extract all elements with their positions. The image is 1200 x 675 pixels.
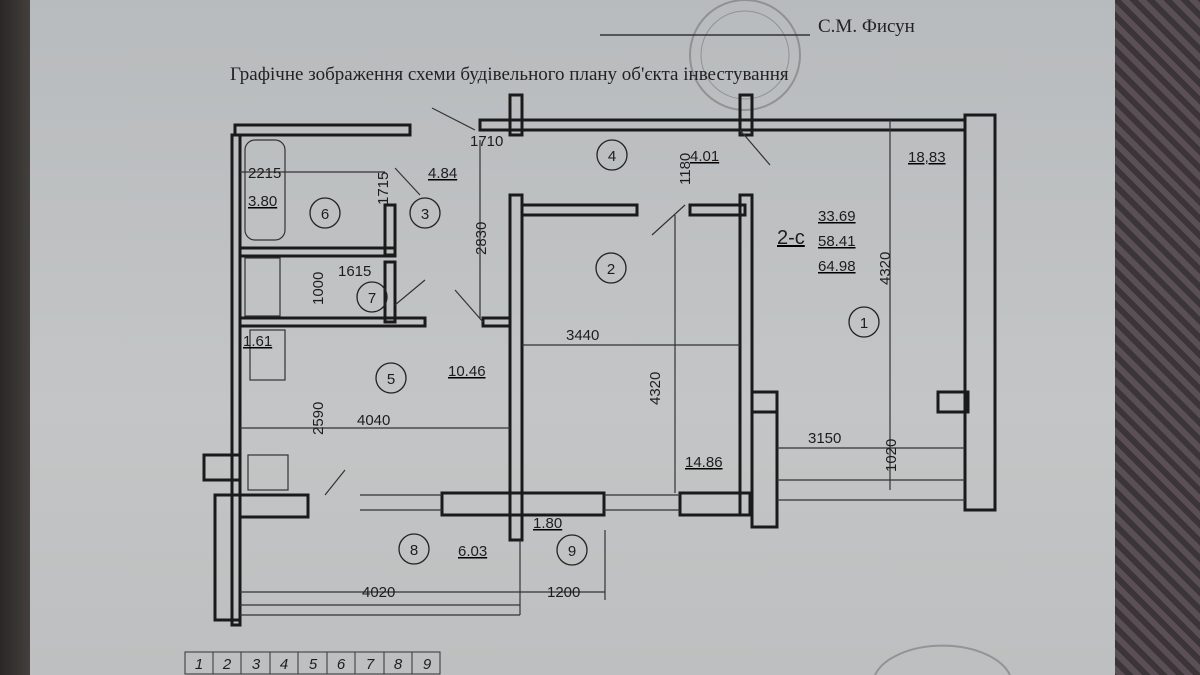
background-fabric [1100,0,1200,675]
total-area-with-balcony: 64.98 [818,258,856,275]
dimension-1180: 1180 [677,153,694,185]
room-3-area: 4.84 [428,165,457,182]
dimension-1000: 1000 [310,272,327,305]
dimension-4320-room2: 4320 [647,372,664,405]
room-numbers: 1 2 3 4 5 6 7 8 9 [321,148,868,560]
dimension-1715: 1715 [375,172,392,205]
scale-cell: 6 [337,656,346,673]
room-2-number: 2 [607,261,615,278]
dimension-4320-room1: 4320 [877,252,894,285]
scale-cell: 2 [222,656,232,673]
dimension-2590: 2590 [310,402,327,435]
dimension-3150: 3150 [808,430,841,447]
signature-name: С.М. Фисун [818,16,915,37]
dimension-2830: 2830 [473,222,490,255]
room-2-area: 14.86 [685,454,723,471]
room-6-number: 6 [321,206,329,223]
living-area: 33.69 [818,208,856,225]
room-7-area: 1.61 [243,333,272,350]
page-title: Графічне зображення схеми будівельного п… [230,64,789,85]
room-9-area: 1.80 [533,515,562,532]
room-4-number: 4 [608,148,616,165]
room-markers [309,139,880,566]
dimension-1020: 1020 [883,439,900,472]
scale-bar: 1 2 3 4 5 6 7 8 9 [184,651,441,675]
room-6-area: 3.80 [248,193,277,210]
room-1-number: 1 [860,315,868,332]
thin-lines [240,107,965,616]
scale-cell: 8 [394,656,403,673]
dimension-3440: 3440 [566,327,599,344]
dimension-4020: 4020 [362,584,395,601]
room-7-number: 7 [368,290,376,307]
stamp [689,0,1011,675]
room-4-area: 4.01 [690,148,719,165]
apartment-type: 2-с [777,227,805,249]
scale-cell: 5 [309,656,318,673]
dimension-1200: 1200 [547,584,580,601]
document-sheet [30,0,1115,675]
dimension-1615: 1615 [338,263,371,280]
scale-cell: 7 [366,656,375,673]
apartment-summary: 2-с 33.69 58.41 64.98 [777,208,856,275]
room-3-number: 3 [421,206,429,223]
dimension-4040: 4040 [357,412,390,429]
room-5-area: 10.46 [448,363,486,380]
room-1-area: 18,83 [908,149,946,166]
room-areas: 18,83 14.86 4.84 4.01 10.46 3.80 1.61 6.… [243,148,946,560]
total-area: 58.41 [818,233,856,250]
scale-cell: 3 [252,656,261,673]
room-8-area: 6.03 [458,543,487,560]
dimension-2215: 2215 [248,165,281,182]
room-5-number: 5 [387,371,395,388]
scale-cell: 1 [195,656,203,673]
room-9-number: 9 [568,543,576,560]
dimension-1710: 1710 [470,133,503,150]
dimension-labels: 1710 2215 1715 1180 2830 4320 1000 1615 … [248,133,900,601]
walls [202,93,997,627]
room-8-number: 8 [410,542,418,559]
scale-cell: 4 [280,656,288,673]
scale-cell: 9 [423,656,432,673]
